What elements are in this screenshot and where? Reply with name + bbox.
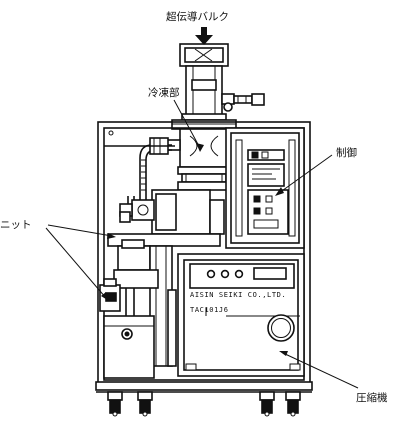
bulk-holder: [179, 27, 265, 121]
compressor-cabinet: AISIN SEIKI CO.,LTD. TAC101J6: [177, 253, 305, 377]
nameplate-line-1: AISIN SEIKI CO.,LTD.: [190, 291, 286, 299]
caster: [285, 391, 301, 417]
label-control: 制御: [336, 146, 357, 159]
label-compressor: 圧縮機: [356, 391, 388, 404]
left-unit: [99, 233, 221, 379]
drive-unit: [119, 189, 225, 235]
leader-lines: [45, 99, 359, 389]
arrow-down-icon: [195, 27, 213, 45]
base-and-casters: [95, 381, 313, 417]
nameplate-line-2: TAC101J6: [190, 306, 229, 314]
label-cold-head: 冷凍部: [148, 86, 180, 99]
caster: [107, 391, 123, 417]
caster: [137, 391, 153, 417]
label-unit: ニット: [0, 219, 32, 231]
control-panel: [225, 127, 305, 249]
caster: [259, 391, 275, 417]
label-bulk: 超伝導バルク: [166, 10, 229, 23]
